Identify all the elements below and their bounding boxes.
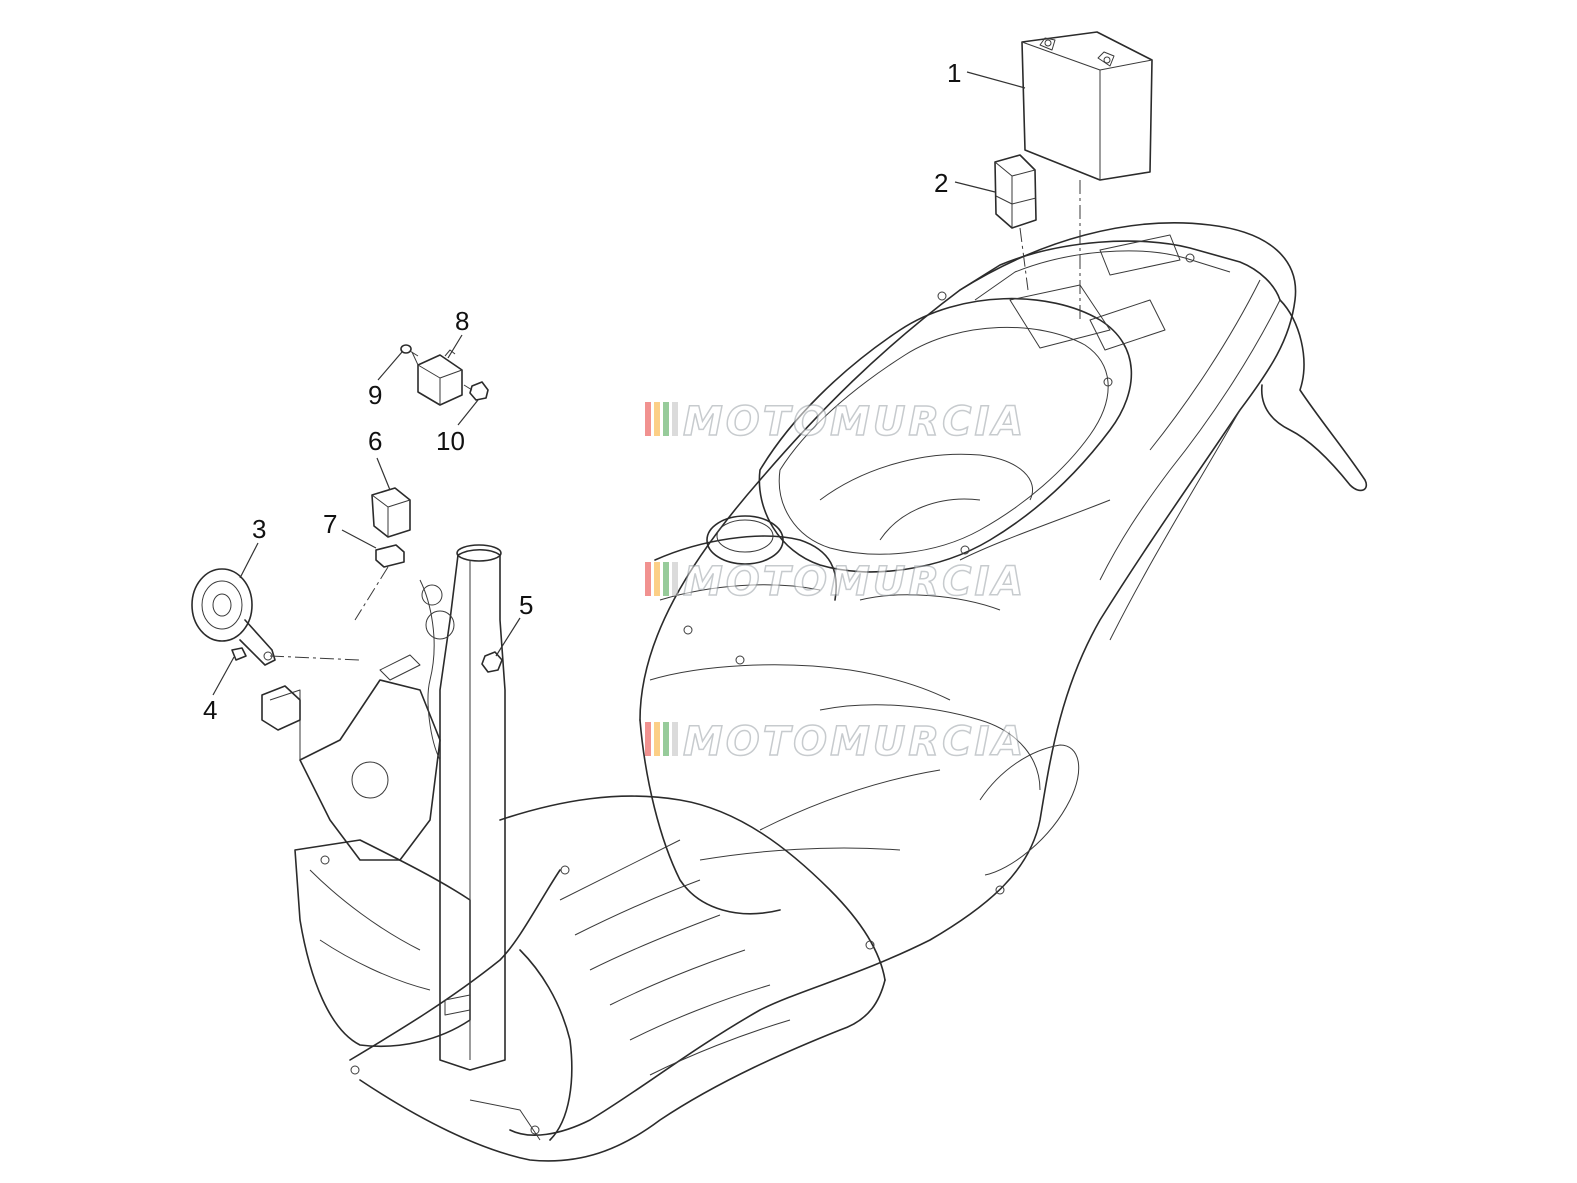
callout-9: 9 <box>368 380 382 410</box>
watermark-stripe <box>654 562 660 596</box>
nut-part <box>481 651 503 673</box>
watermark-stripe <box>645 402 651 436</box>
watermark-text: MOTOMURCIA <box>683 399 1026 445</box>
watermark-stripe <box>663 722 669 756</box>
watermark-text: MOTOMURCIA <box>683 719 1026 765</box>
horn-part <box>191 568 276 666</box>
callout-numbers: 1 2 3 4 5 6 7 8 9 10 <box>203 58 961 725</box>
watermark-middle: MOTOMURCIA <box>645 558 1026 606</box>
watermark-stripe <box>663 562 669 596</box>
horn-bolt-part <box>231 647 247 661</box>
callout-4: 4 <box>203 695 217 725</box>
battery-part <box>1021 31 1153 181</box>
callout-5: 5 <box>519 590 533 620</box>
callout-10: 10 <box>436 426 465 456</box>
watermark-stripe <box>663 402 669 436</box>
callout-2: 2 <box>934 168 948 198</box>
watermark-stripe <box>672 722 678 756</box>
flasher-relay-part <box>371 487 411 538</box>
voltage-regulator-part <box>994 154 1037 229</box>
watermark-top: MOTOMURCIA <box>645 398 1026 446</box>
callout-leaders <box>212 71 1026 696</box>
watermark-stripe <box>672 402 678 436</box>
callout-6: 6 <box>368 426 382 456</box>
rubber-holder-part <box>375 544 405 568</box>
watermark-stripe <box>672 562 678 596</box>
assembly-lines <box>269 180 1081 661</box>
watermark-text: MOTOMURCIA <box>683 559 1026 605</box>
starter-relay-part <box>417 349 463 406</box>
relay-bracket-part <box>469 381 489 401</box>
scooter-body-frame <box>261 222 1368 1162</box>
watermark-bottom: MOTOMURCIA <box>645 718 1026 766</box>
watermark-stripe <box>654 402 660 436</box>
callout-8: 8 <box>455 306 469 336</box>
watermark: MOTOMURCIA MOTOMURCIA MOTOMURCIA <box>645 398 1026 766</box>
callout-3: 3 <box>252 514 266 544</box>
screw-part <box>400 344 419 357</box>
callout-1: 1 <box>947 58 961 88</box>
watermark-stripe <box>645 562 651 596</box>
callout-7: 7 <box>323 509 337 539</box>
watermark-stripe <box>654 722 660 756</box>
watermark-stripe <box>645 722 651 756</box>
